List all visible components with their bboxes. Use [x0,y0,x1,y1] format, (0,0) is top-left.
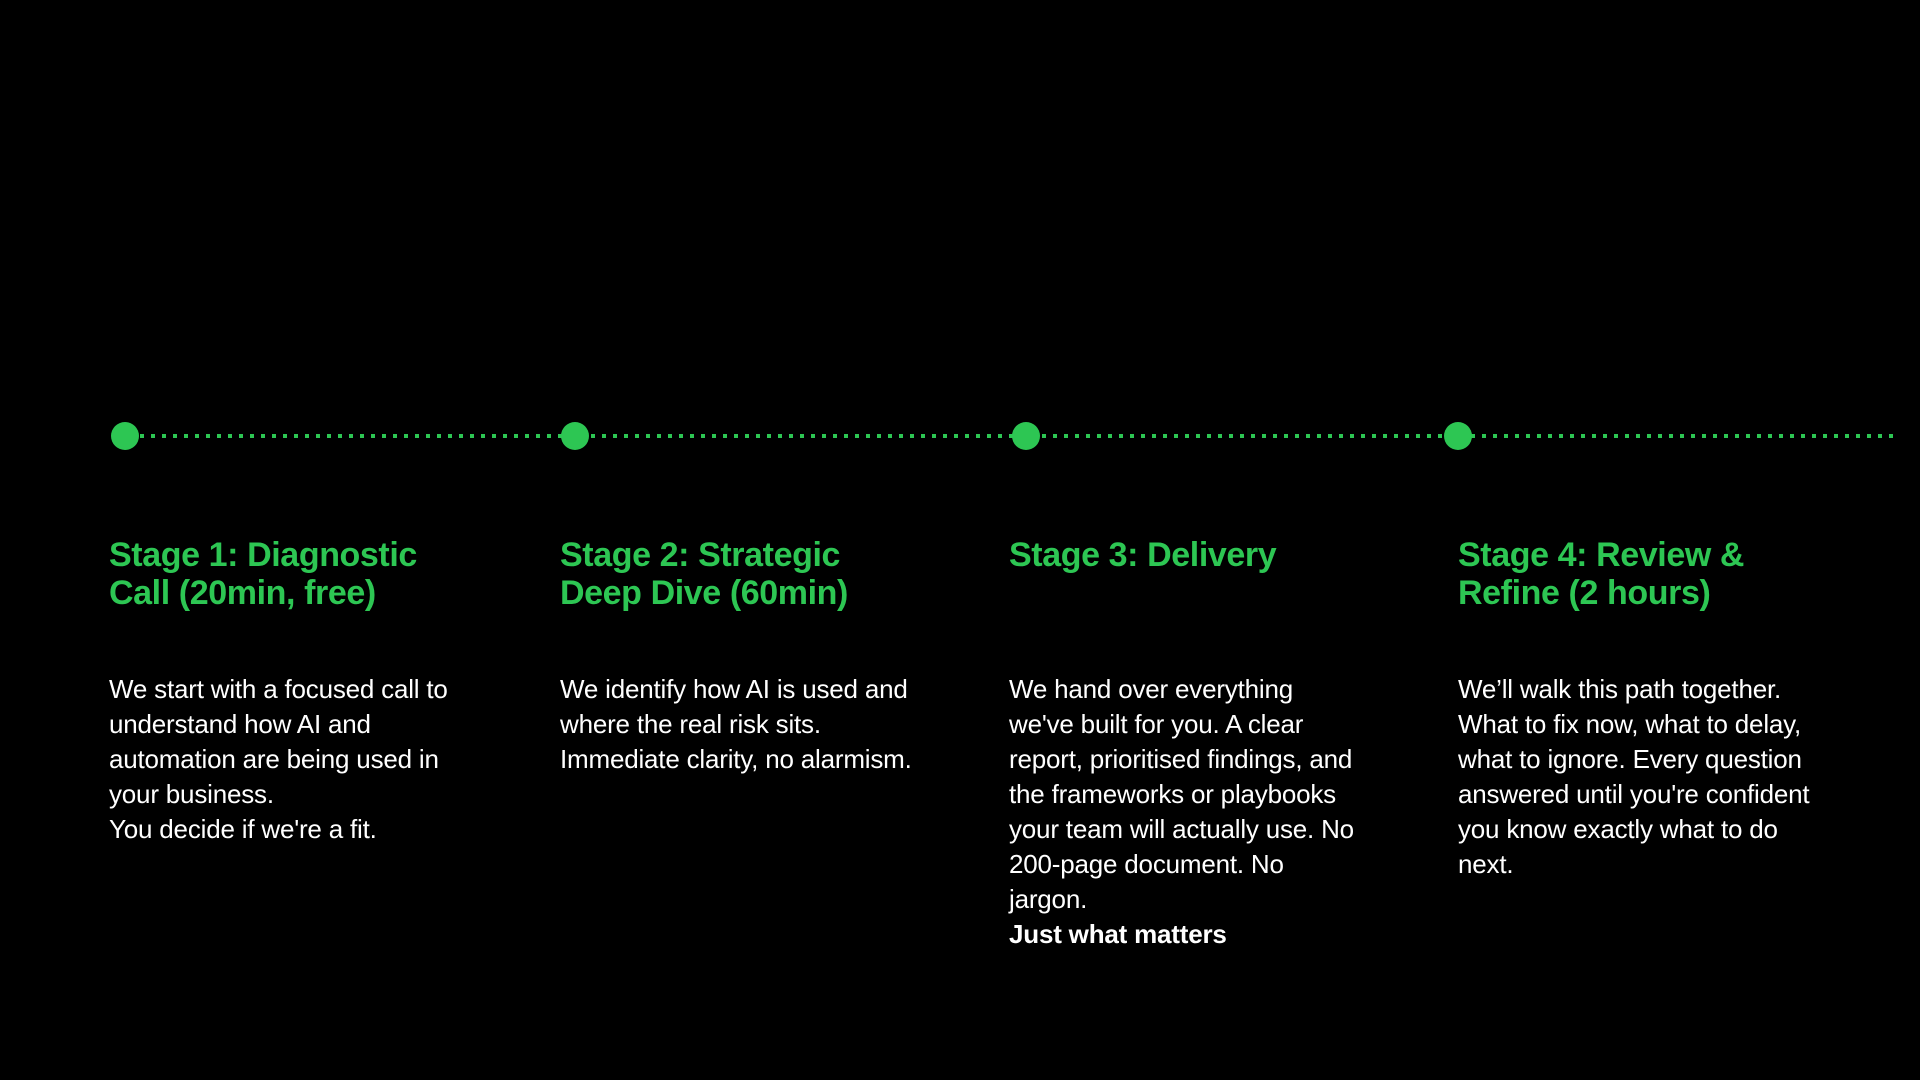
stage-3-body-emphasis: Just what matters [1009,919,1227,949]
stage-3-body: We hand over everything we've built for … [1009,674,1354,914]
stage-4-title: Stage 4: Review & Refine (2 hours) [1458,536,1745,613]
stage-1-title: Stage 1: Diagnostic Call (20min, free) [109,536,417,613]
timeline-dot-stage-2 [561,422,589,450]
stage-3-title: Stage 3: Delivery [1009,536,1277,574]
timeline-dotted-line [118,434,1894,438]
timeline-dot-stage-3 [1012,422,1040,450]
stage-2-title: Stage 2: Strategic Deep Dive (60min) [560,536,848,613]
stage-column-3: Stage 3: Delivery We hand over everythin… [1009,536,1361,952]
timeline-dot-stage-1 [111,422,139,450]
stage-1-body: We start with a focused call to understa… [109,674,448,844]
stage-column-1: Stage 1: Diagnostic Call (20min, free) W… [109,536,461,847]
stage-column-2: Stage 2: Strategic Deep Dive (60min) We … [560,536,912,777]
stage-2-body: We identify how AI is used and where the… [560,674,912,774]
timeline-dot-stage-4 [1444,422,1472,450]
stage-column-4: Stage 4: Review & Refine (2 hours) We’ll… [1458,536,1810,882]
stage-4-body: We’ll walk this path together. What to f… [1458,674,1810,879]
